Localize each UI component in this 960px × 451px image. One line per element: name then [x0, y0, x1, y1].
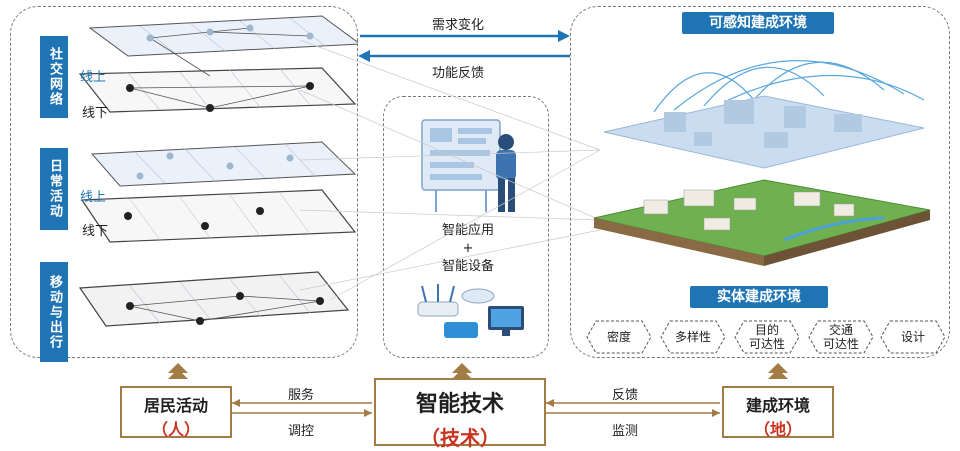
layer-planes-graphic — [78, 15, 358, 327]
tab-mobility: 移动与出行 — [40, 262, 68, 362]
social-online-plane — [88, 15, 358, 57]
factor-transit-accessibility: 交通 可达性 — [808, 320, 874, 354]
smart-devices-illustration — [417, 284, 524, 338]
perceptible-environment-title: 可感知建成环境 — [682, 12, 834, 34]
smart-app-illustration — [421, 119, 516, 212]
smart-tech-panel — [383, 96, 549, 358]
residents-activity-panel — [10, 6, 358, 358]
smart-application-label: 智能应用 — [441, 223, 494, 238]
serve-label: 服务 — [288, 388, 315, 403]
factor-destination-accessibility: 目的 可达性 — [734, 320, 800, 354]
social-offline-label: 线下 — [82, 106, 109, 121]
demand-change-label: 需求变化 — [432, 18, 485, 33]
smart-tech-box: 智能技术 （技术） — [374, 378, 546, 450]
daily-online-plane — [90, 141, 357, 187]
factor-design: 设计 — [880, 320, 946, 354]
social-online-label: 线上 — [80, 70, 107, 85]
tab-social-network: 社交网络 — [40, 36, 68, 118]
daily-offline-label: 线下 — [82, 224, 109, 239]
feedback-label: 反馈 — [612, 388, 639, 403]
smart-device-label: 智能设备 — [441, 259, 494, 274]
function-feedback-label: 功能反馈 — [432, 66, 485, 81]
built-environment-role: （地） — [753, 420, 802, 439]
residents-activity-title: 居民活动 — [143, 396, 208, 415]
factor-density: 密度 — [586, 320, 652, 354]
smart-tech-title: 智能技术 — [415, 392, 504, 417]
tab-daily-activity: 日常活动 — [40, 148, 68, 230]
residents-activity-box: 居民活动 （人） — [120, 386, 232, 439]
plus-label: + — [462, 241, 474, 256]
bottom-arrows — [168, 363, 788, 417]
built-environment-box: 建成环境 （地） — [722, 386, 834, 439]
social-offline-plane — [78, 67, 357, 113]
monitor-label: 监测 — [612, 424, 639, 439]
top-arrows — [358, 30, 570, 62]
built-environment-panel — [570, 6, 950, 358]
daily-offline-plane — [80, 189, 357, 243]
smart-tech-role: （技术） — [420, 426, 500, 450]
mobility-plane — [78, 271, 350, 327]
built-environment-title: 建成环境 — [745, 396, 810, 415]
residents-activity-role: （人） — [151, 420, 200, 439]
physical-environment-title: 实体建成环境 — [690, 286, 828, 308]
city-illustration — [593, 60, 931, 266]
regulate-label: 调控 — [288, 424, 315, 439]
daily-online-label: 线上 — [80, 190, 107, 205]
factor-diversity: 多样性 — [660, 320, 726, 354]
